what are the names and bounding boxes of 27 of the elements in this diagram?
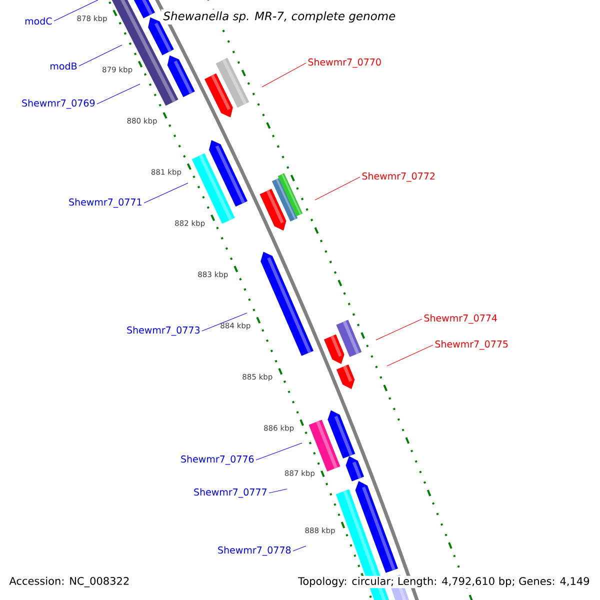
gene-label: Shewmr7_0773 — [127, 326, 200, 336]
map-title: Shewanella sp. MR-7, complete genome — [161, 9, 398, 25]
gene-label: Shewmr7_0775 — [435, 340, 508, 350]
gene-label: modC — [25, 17, 52, 25]
genome-stats: Topology: circular; Length: 4,792,610 bp; Genes: 4,149 — [297, 576, 591, 588]
accession-label: Accession: NC_008322 — [8, 576, 131, 588]
gene-label: Shewmr7_0771 — [69, 198, 142, 208]
leader-line — [256, 442, 302, 460]
gene-label: modB — [50, 62, 77, 70]
leader-line — [292, 546, 306, 552]
leader-line — [268, 488, 288, 494]
gene-label: Shewmr7_0769 — [22, 99, 95, 109]
gene-label: Shewmr7_0770 — [308, 58, 381, 68]
gene-label: Shewmr7_0772 — [362, 172, 435, 182]
leader-line — [78, 44, 122, 66]
leader-line — [54, 0, 98, 22]
gene-label: Shewmr7_0776 — [181, 455, 254, 465]
leader-line — [144, 182, 188, 204]
leader-line — [314, 176, 360, 200]
leader-line — [386, 344, 434, 366]
gene-label: Shewmr7_0778 — [218, 546, 291, 556]
leader-line — [262, 62, 306, 88]
leader-line — [96, 84, 140, 104]
gene-label: Shewmr7_0774 — [424, 314, 497, 324]
leader-line — [376, 318, 422, 340]
gene-label: Shewmr7_0777 — [194, 488, 266, 498]
leader-line — [202, 312, 248, 332]
